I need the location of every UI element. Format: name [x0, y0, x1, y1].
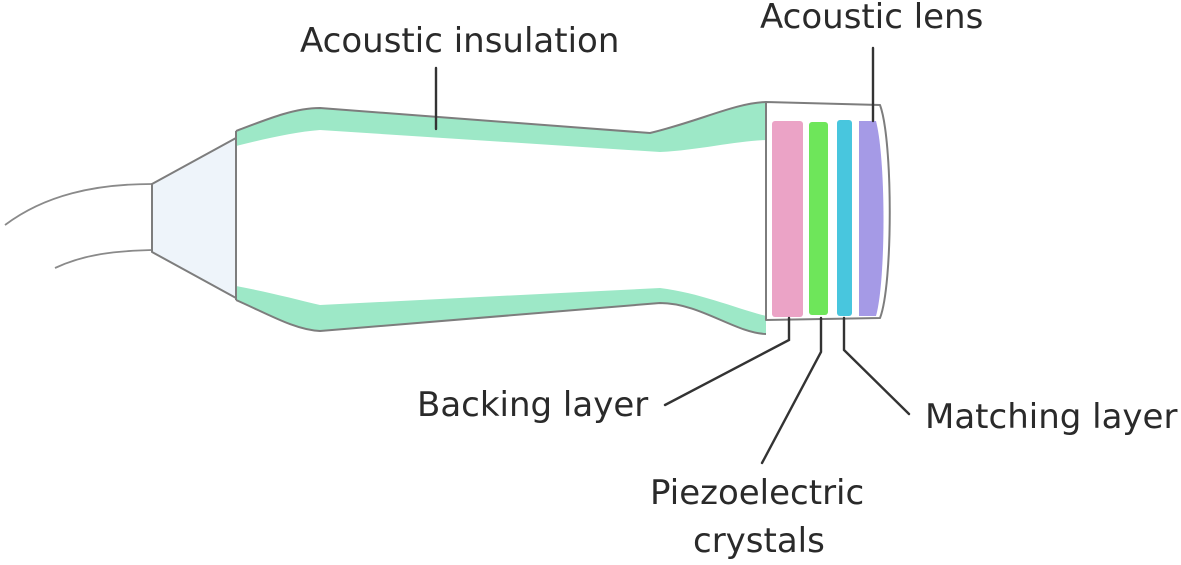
neck — [151, 137, 237, 299]
label-matching-layer: Matching layer — [925, 397, 1177, 437]
label-backing-layer: Backing layer — [417, 385, 648, 425]
leader-matching-layer — [842, 316, 911, 416]
label-piezoelectric-line1: Piezoelectric — [650, 473, 864, 513]
matching-layer — [837, 120, 852, 316]
leader-lines — [434, 46, 911, 465]
acoustic-insulation-top — [236, 102, 766, 152]
label-acoustic-lens: Acoustic lens — [760, 0, 983, 37]
acoustic-lens — [859, 121, 884, 316]
housing-outline — [235, 101, 767, 335]
leader-backing-layer — [663, 316, 791, 407]
acoustic-insulation-bottom — [236, 286, 766, 334]
label-piezoelectric-line2: crystals — [693, 521, 825, 561]
leader-piezoelectric — [760, 316, 823, 465]
backing-layer — [772, 121, 803, 317]
piezoelectric-crystals — [809, 122, 828, 315]
cable — [4, 183, 153, 269]
label-acoustic-insulation: Acoustic insulation — [300, 21, 619, 61]
